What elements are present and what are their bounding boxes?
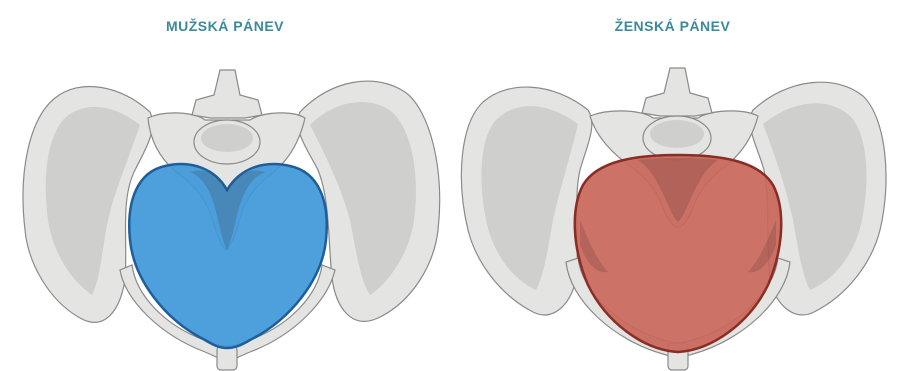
female-vertebral-body-top bbox=[650, 120, 704, 148]
female-vertebra-spinous-process bbox=[642, 68, 712, 116]
male-pelvis-panel: MUŽSKÁ PÁNEV bbox=[0, 0, 450, 371]
male-vertebral-body-top bbox=[201, 124, 253, 152]
male-vertebra-spinous-process bbox=[192, 70, 262, 118]
female-pelvis-panel: ŽENSKÁ PÁNEV bbox=[448, 0, 897, 371]
male-pubic-symphysis bbox=[217, 346, 237, 370]
female-pelvis-illustration bbox=[448, 0, 897, 371]
male-pelvis-illustration bbox=[0, 0, 450, 371]
